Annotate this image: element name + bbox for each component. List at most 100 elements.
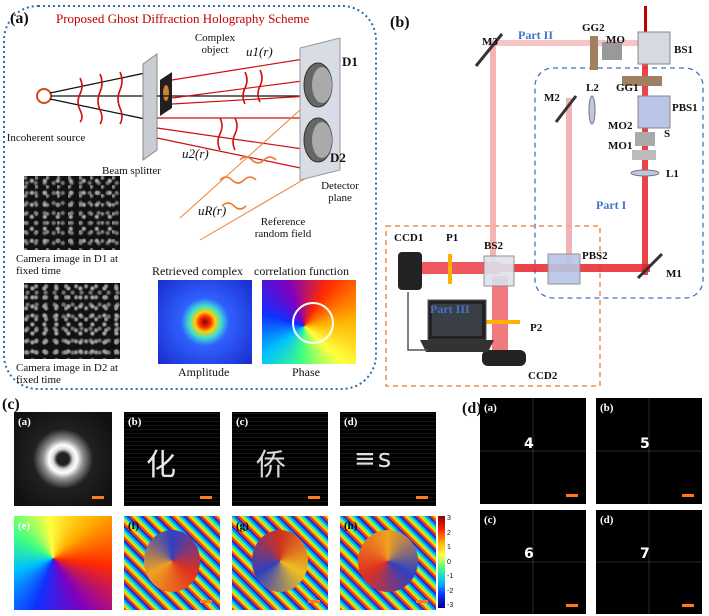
c-sub-g: (g) xyxy=(236,520,249,532)
phase-image xyxy=(262,280,356,364)
colorbar-tick: 1 xyxy=(447,544,451,551)
c-sub-a: (a) xyxy=(18,416,31,428)
c-phase-object-g xyxy=(252,530,308,592)
comp-mo: MO xyxy=(606,34,625,46)
colorbar-tick: -3 xyxy=(447,602,454,609)
comp-m2: M2 xyxy=(544,92,560,104)
d-image-d: (d) 7 xyxy=(596,510,702,614)
c-glyph-d: ≡s xyxy=(354,444,394,474)
scale-bar xyxy=(416,496,428,499)
c-sub-b: (b) xyxy=(128,416,142,428)
comp-m3: M3 xyxy=(482,36,498,48)
phase-label: Phase xyxy=(292,365,320,379)
u1-label: u1(r) xyxy=(246,44,273,59)
scale-bar xyxy=(92,496,104,499)
colorbar-tick: 3 xyxy=(447,515,451,522)
c-image-g: (g) xyxy=(232,516,328,610)
camera-image-d1 xyxy=(24,176,120,250)
c-sub-f: (f) xyxy=(128,520,139,532)
scale-bar xyxy=(200,600,212,603)
c-image-a: (a) xyxy=(14,412,112,506)
colorbar-tick: 0 xyxy=(447,558,451,566)
comp-s: S xyxy=(664,128,671,140)
c-sub-h: (h) xyxy=(344,520,358,532)
camera-d2-caption: Camera image in D2 at fixed time xyxy=(16,362,119,386)
d-digit-b: 5 xyxy=(640,436,650,452)
c-image-c: (c) 侨 xyxy=(232,412,328,506)
retrieved-label: Retrieved complex xyxy=(152,264,243,278)
c-image-e: (e) xyxy=(14,516,112,610)
comp-p1: P1 xyxy=(446,232,459,244)
comp-gg1: GG1 xyxy=(616,82,639,94)
scale-bar xyxy=(308,496,320,499)
camera-image-d2 xyxy=(24,283,120,359)
phase-colorbar xyxy=(438,516,445,608)
panel-b-label: (b) xyxy=(390,14,410,31)
d-digit-c: 6 xyxy=(524,546,534,562)
panel-b-graphics xyxy=(385,6,704,387)
part-i-label: Part I xyxy=(596,198,627,212)
comp-l2: L2 xyxy=(586,82,599,94)
panel-a: (a) Proposed Ghost Diffraction Holograph… xyxy=(0,0,380,395)
panel-b: (b) Part I Part II Part III M3 GG2 MO BS… xyxy=(380,0,709,395)
phase-circle xyxy=(292,302,334,344)
comp-bs1: BS1 xyxy=(674,44,693,56)
d-image-c: (c) 6 xyxy=(480,510,586,614)
colorbar-tick: -1 xyxy=(447,573,454,580)
c-sub-e: (e) xyxy=(18,520,31,532)
c-sub-d: (d) xyxy=(344,416,358,428)
c-glyph-b: 化 xyxy=(146,448,176,483)
d-sub-b: (b) xyxy=(600,402,614,414)
comp-p2: P2 xyxy=(530,322,543,334)
c-image-h: (h) xyxy=(340,516,436,610)
c-phase-object-f xyxy=(144,530,200,592)
comp-pbs1: PBS1 xyxy=(672,102,698,114)
panel-d: (d) (a) 4 (b) 5 (c) 6 (d) 7 xyxy=(460,396,709,616)
c-sub-c: (c) xyxy=(236,416,249,428)
colorbar-tick: 2 xyxy=(447,529,451,537)
d-sub-a: (a) xyxy=(484,402,497,414)
scale-bar xyxy=(200,496,212,499)
c-image-b: (b) 化 xyxy=(124,412,220,506)
panel-d-label: (d) xyxy=(462,400,482,417)
scale-bar xyxy=(566,604,578,607)
d-digit-d: 7 xyxy=(640,546,650,562)
detector-plane-label: Detector plane xyxy=(321,180,359,204)
panel-a-title: Proposed Ghost Diffraction Holography Sc… xyxy=(56,11,310,26)
colorbar-tick: -2 xyxy=(447,587,454,595)
beam-splitter-label: Beam splitter xyxy=(102,165,161,177)
comp-m1: M1 xyxy=(666,268,682,280)
scale-bar xyxy=(682,494,694,497)
camera-d1-caption: Camera image in D1 at fixed time xyxy=(16,253,119,277)
c-image-d: (d) ≡s xyxy=(340,412,436,506)
comp-pbs2: PBS2 xyxy=(582,250,608,262)
part-ii-label: Part II xyxy=(518,28,553,42)
panel-a-graphics xyxy=(3,5,377,390)
comp-gg2: GG2 xyxy=(582,22,605,34)
ur-label: uR(r) xyxy=(198,203,227,218)
c-image-f: (f) xyxy=(124,516,220,610)
c-glyph-c: 侨 xyxy=(256,448,286,483)
colorbar-ticks: 3 2 1 0 -1 -2 -3 xyxy=(447,512,453,614)
scale-bar xyxy=(416,600,428,603)
comp-bs2: BS2 xyxy=(484,240,503,252)
amplitude-image xyxy=(158,280,252,364)
comp-ccd1: CCD1 xyxy=(394,232,424,244)
reference-label: Reference random field xyxy=(254,216,312,240)
panel-a-label: (a) xyxy=(10,10,29,27)
comp-mo1: MO1 xyxy=(608,140,633,152)
amplitude-label: Amplitude xyxy=(178,365,230,379)
panel-c-label: (c) xyxy=(2,396,20,413)
d-sub-c: (c) xyxy=(484,514,497,526)
c-phase-object-h xyxy=(358,530,418,592)
panel-c: (c) (a) (b) 化 (c) 侨 (d) ≡s (e) (f) (g) (… xyxy=(0,396,460,616)
part-iii-label: Part III xyxy=(430,302,470,316)
d-image-a: (a) 4 xyxy=(480,398,586,504)
scale-bar xyxy=(682,604,694,607)
scale-bar xyxy=(566,494,578,497)
comp-ccd2: CCD2 xyxy=(528,370,558,382)
comp-l1: L1 xyxy=(666,168,679,180)
u2-label: u2(r) xyxy=(182,146,209,161)
complex-object-label: Complex object xyxy=(194,32,236,56)
d-sub-d: (d) xyxy=(600,514,614,526)
